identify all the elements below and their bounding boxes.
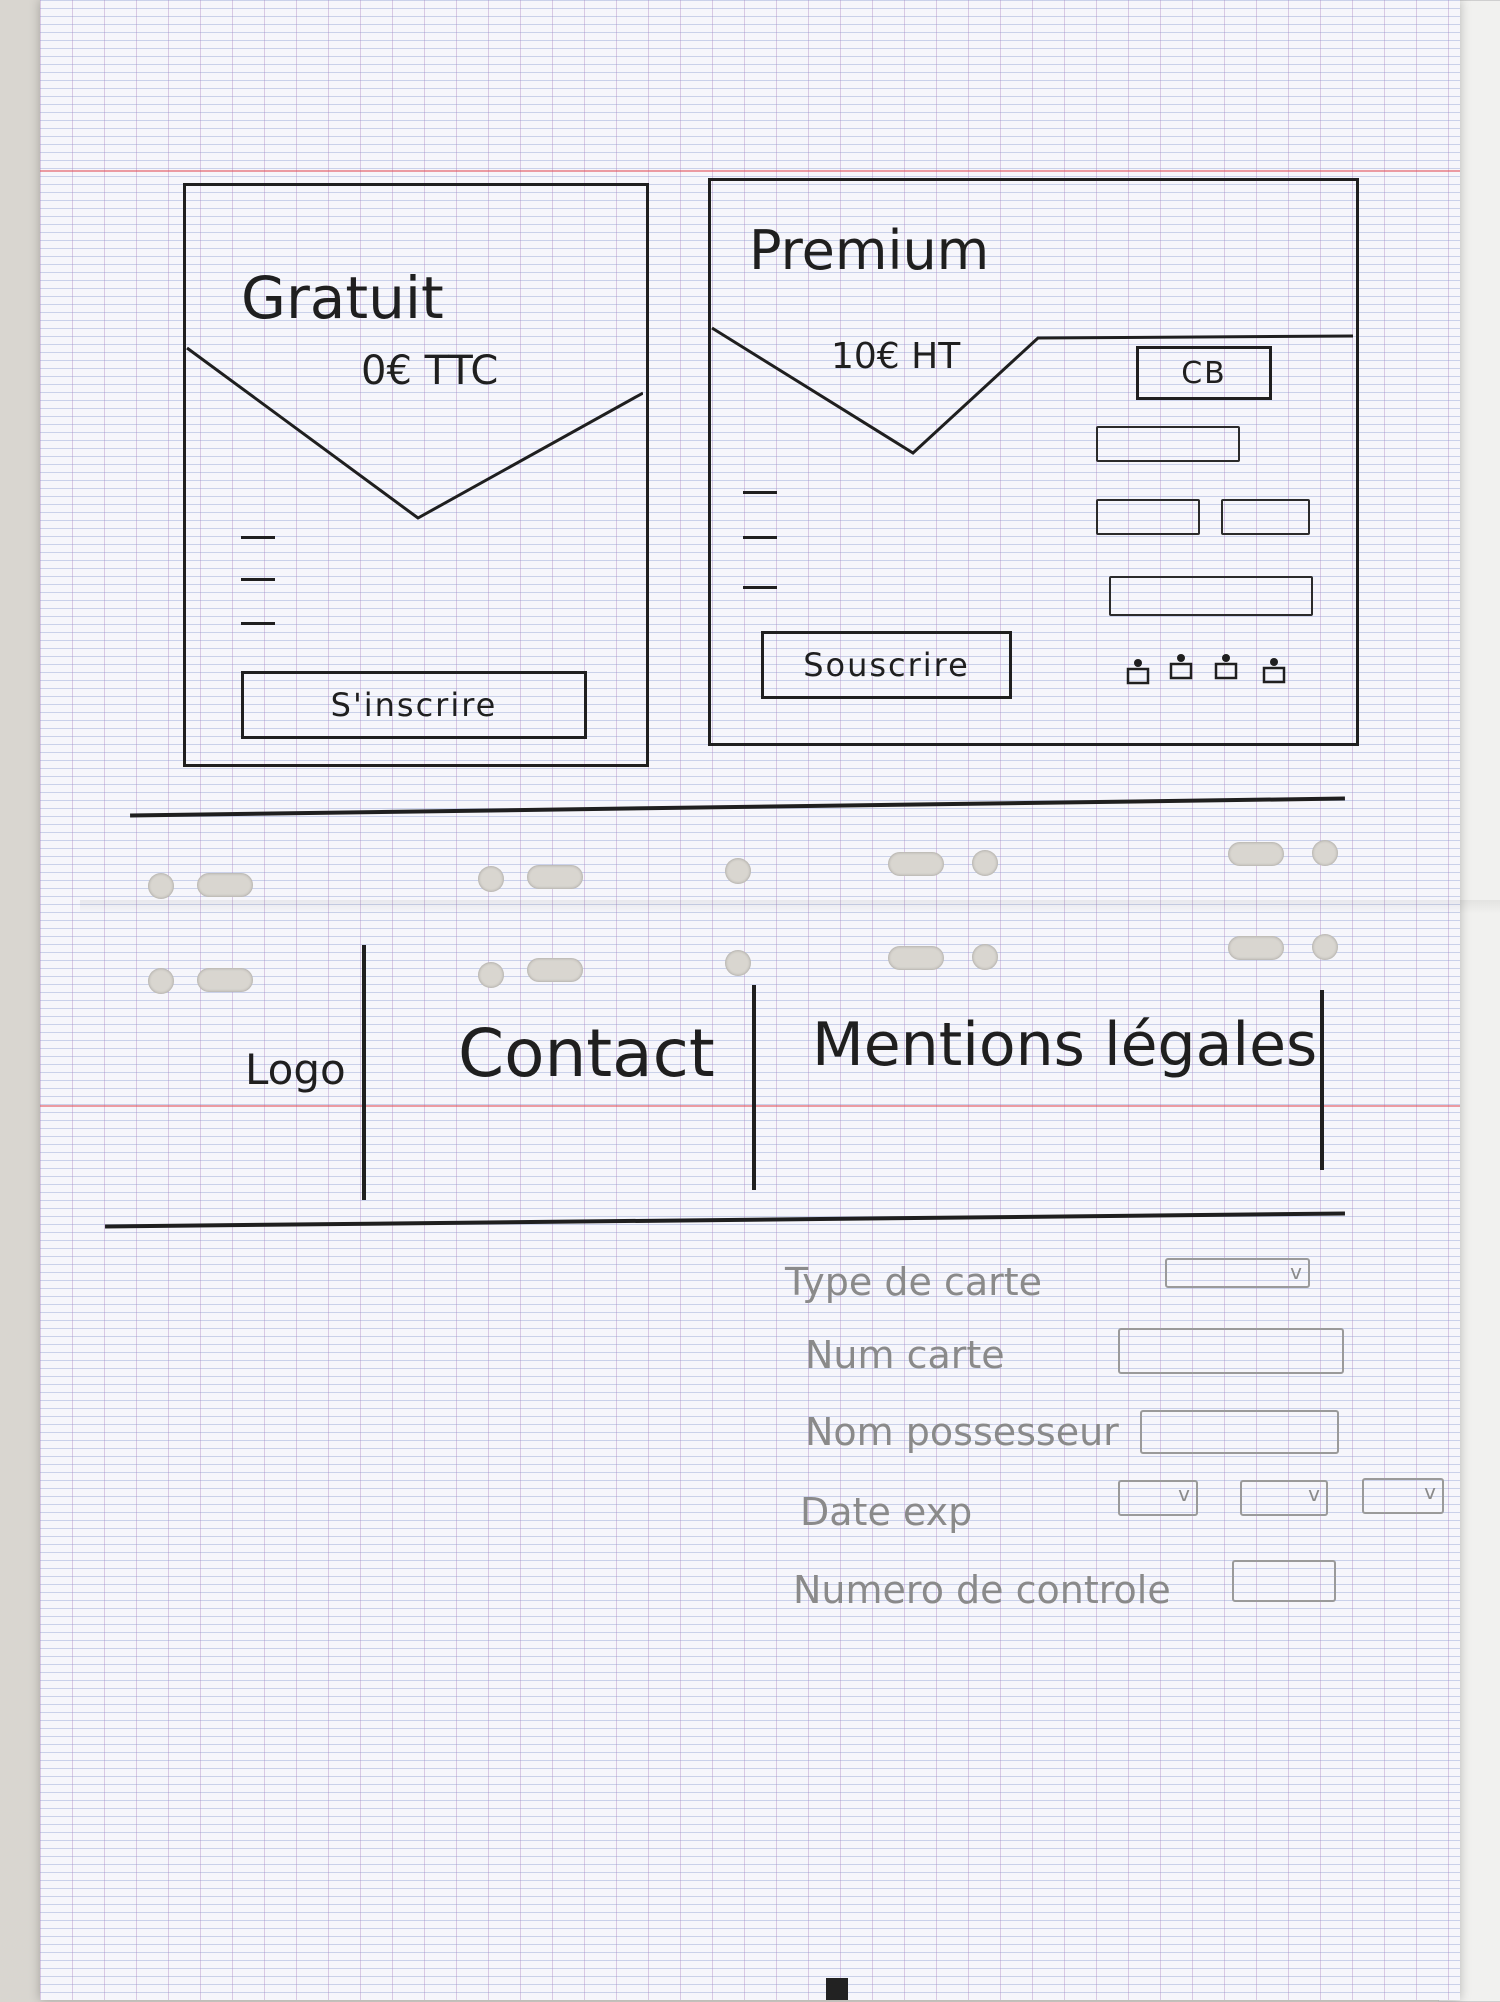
binder-clip [826, 1978, 848, 2000]
binder-hole [725, 950, 751, 976]
plan-card-premium: Premium 10€ HT Souscrire CB [708, 178, 1359, 746]
binder-hole [197, 968, 253, 992]
card-type-select[interactable]: v [1165, 1258, 1310, 1288]
footer-logo[interactable]: Logo [245, 1045, 346, 1094]
feature-line [241, 578, 275, 581]
binder-hole [1228, 936, 1284, 960]
holder-name-label: Nom possesseur [805, 1410, 1119, 1454]
plan-title-free: Gratuit [241, 264, 444, 332]
binder-hole [148, 968, 174, 994]
feature-line [241, 622, 275, 625]
user-icon [1126, 659, 1150, 685]
feature-line [743, 536, 777, 539]
plan-price-free: 0€ TTC [361, 348, 499, 394]
footer-divider [752, 985, 756, 1190]
subscribe-button[interactable]: Souscrire [761, 631, 1012, 699]
plan-card-free: Gratuit 0€ TTC S'inscrire [183, 183, 649, 767]
binder-hole [478, 866, 504, 892]
price-banner-shape [711, 326, 1353, 455]
holder-name-input[interactable] [1140, 1410, 1339, 1454]
footer-contact-link[interactable]: Contact [458, 1015, 715, 1092]
plan-title-premium: Premium [749, 219, 990, 282]
paper-fold [80, 900, 1500, 914]
card-number-input-mini[interactable] [1096, 426, 1240, 462]
feature-line [743, 586, 777, 589]
expiry-input-mini[interactable] [1096, 499, 1200, 535]
binder-hole [527, 865, 583, 889]
binder-hole [478, 962, 504, 988]
expiry-label: Date exp [800, 1490, 973, 1534]
price-banner-shape [186, 346, 643, 520]
expiry-year-select[interactable]: v [1362, 1478, 1444, 1514]
card-number-input[interactable] [1118, 1328, 1344, 1374]
binder-hole [888, 852, 944, 876]
binder-hole [725, 858, 751, 884]
feature-line [241, 536, 275, 539]
binder-hole [527, 958, 583, 982]
feature-line [743, 491, 777, 494]
holder-input-mini[interactable] [1109, 576, 1313, 616]
binder-hole [972, 944, 998, 970]
graph-paper [40, 0, 1500, 2000]
margin-line-top [40, 170, 1460, 172]
cvv-input[interactable] [1232, 1560, 1336, 1602]
footer-legal-link[interactable]: Mentions légales [812, 1010, 1318, 1080]
binder-hole [197, 873, 253, 897]
binder-hole [1312, 934, 1338, 960]
footer-divider [362, 945, 366, 1200]
margin-line-middle [40, 1105, 1460, 1107]
expiry-day-select[interactable]: v [1118, 1480, 1198, 1516]
footer-divider [1320, 990, 1324, 1170]
cvv-input-mini[interactable] [1221, 499, 1310, 535]
plan-price-premium: 10€ HT [831, 336, 961, 377]
user-icon [1214, 654, 1238, 680]
user-icon [1262, 658, 1286, 684]
cvv-label: Numero de controle [793, 1568, 1171, 1612]
signup-button[interactable]: S'inscrire [241, 671, 587, 739]
user-icon [1169, 654, 1193, 680]
card-number-label: Num carte [805, 1333, 1005, 1377]
binder-hole [148, 873, 174, 899]
binder-hole [972, 850, 998, 876]
expiry-month-select[interactable]: v [1240, 1480, 1328, 1516]
binder-hole [1312, 840, 1338, 866]
card-type-label: Type de carte [785, 1260, 1043, 1304]
payment-method-cb[interactable]: CB [1136, 346, 1272, 400]
binder-hole [888, 946, 944, 970]
binder-hole [1228, 842, 1284, 866]
